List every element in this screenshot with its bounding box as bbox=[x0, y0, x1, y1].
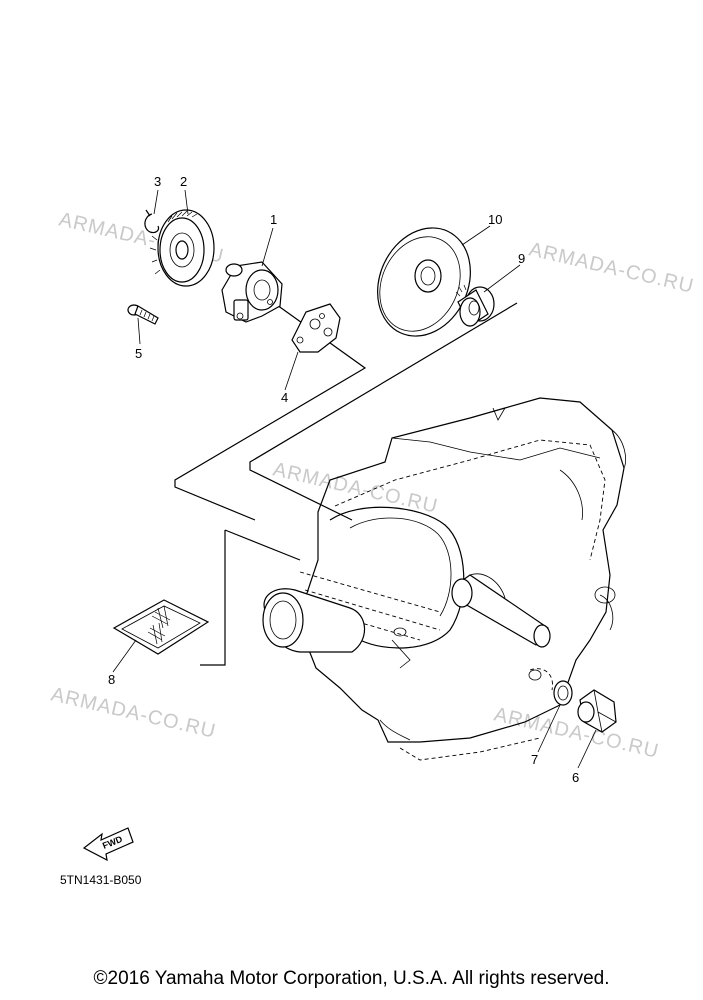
callout-4: 4 bbox=[281, 390, 288, 405]
callout-5: 5 bbox=[135, 346, 142, 361]
watermark-2: ARMADA-CO.RU bbox=[527, 238, 696, 297]
watermark-5: ARMADA-CO.RU bbox=[492, 703, 661, 762]
callout-8: 8 bbox=[108, 672, 115, 687]
callout-7: 7 bbox=[531, 752, 538, 767]
diagram-code: 5TN1431-B050 bbox=[60, 873, 142, 887]
callout-3: 3 bbox=[154, 174, 161, 189]
watermark-3: ARMADA-CO.RU bbox=[271, 458, 440, 517]
fwd-arrow-icon: FWD bbox=[82, 827, 134, 862]
callouts: 1 2 3 4 5 6 7 8 9 10 bbox=[108, 174, 579, 785]
engine-crankcase bbox=[262, 397, 627, 761]
part-oil-pump bbox=[221, 261, 283, 323]
callout-9: 9 bbox=[518, 251, 525, 266]
copyright-notice: ©2016 Yamaha Motor Corporation, U.S.A. A… bbox=[93, 968, 610, 989]
part-driven-gear bbox=[149, 209, 215, 287]
watermark-4: ARMADA-CO.RU bbox=[49, 683, 218, 742]
part-hub-gear bbox=[455, 284, 495, 327]
callout-6: 6 bbox=[572, 770, 579, 785]
part-strainer bbox=[112, 599, 210, 655]
part-gasket bbox=[291, 303, 341, 353]
leader-lines bbox=[174, 299, 518, 666]
part-screw bbox=[127, 304, 159, 325]
part-washer bbox=[553, 680, 573, 706]
callout-10: 10 bbox=[488, 212, 502, 227]
callout-2: 2 bbox=[180, 174, 187, 189]
part-circlip bbox=[144, 209, 160, 234]
part-drive-gear bbox=[377, 227, 471, 337]
watermarks: ARMADA-CO.RU ARMADA-CO.RU ARMADA-CO.RU A… bbox=[49, 208, 696, 762]
callout-leaders bbox=[112, 189, 597, 769]
part-drain-bolt bbox=[577, 689, 617, 733]
callout-1: 1 bbox=[270, 212, 277, 227]
